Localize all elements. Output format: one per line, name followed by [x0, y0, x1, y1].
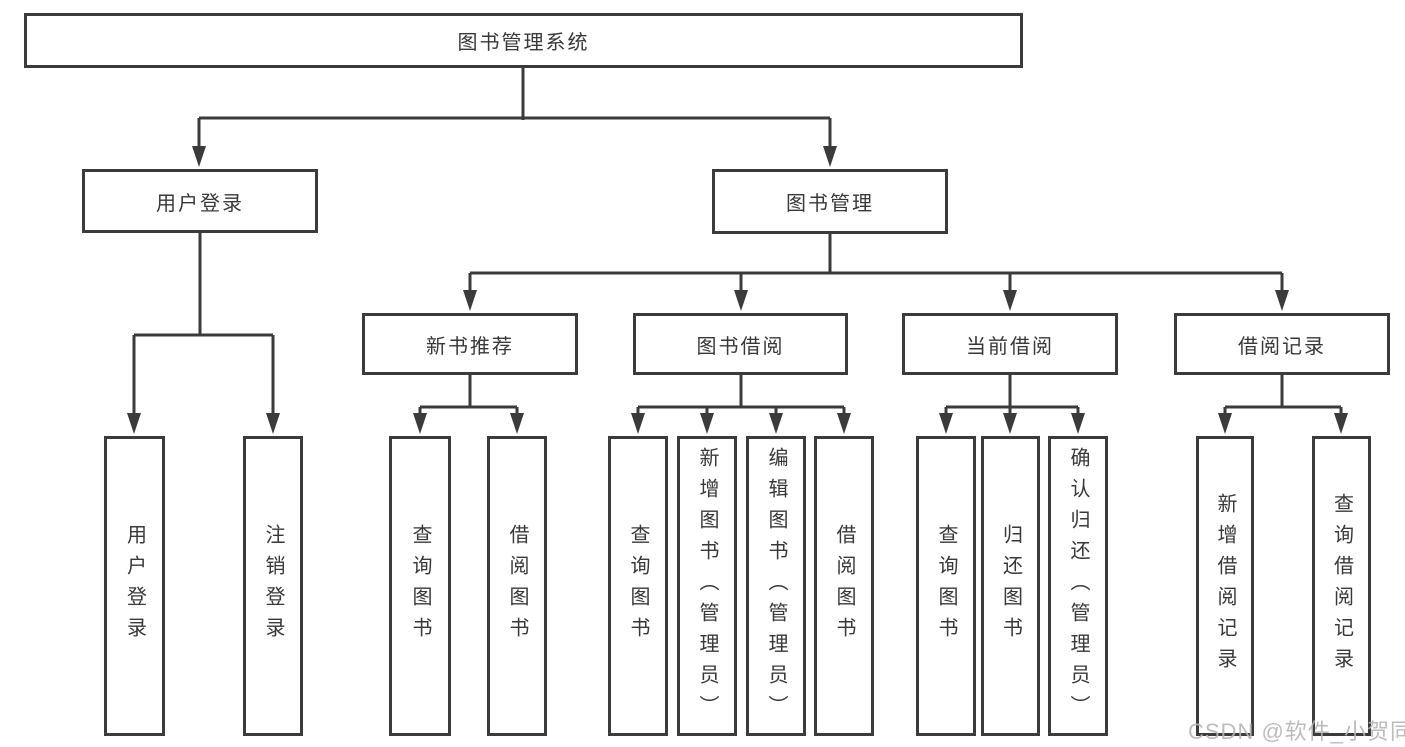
leaf-logout-label: 注销登录	[262, 524, 284, 648]
leaf-bookborrow-query-label: 查询图书	[627, 524, 649, 648]
leaf-current-query: 查询图书	[916, 436, 976, 736]
leaf-bookborrow-edit-admin-label: 编辑图书（管理员）	[765, 446, 787, 726]
leaf-records-query-label: 查询借阅记录	[1330, 493, 1353, 679]
leaf-current-query-label: 查询图书	[935, 524, 957, 648]
leaf-bookborrow-add-admin-label: 新增图书（管理员）	[696, 446, 718, 726]
node-current-borrow: 当前借阅	[902, 313, 1118, 375]
node-new-book-recommend: 新书推荐	[362, 313, 578, 375]
leaf-bookborrow-borrow-label: 借阅图书	[833, 524, 855, 648]
arrowheads	[127, 146, 1348, 434]
leaf-current-return: 归还图书	[981, 436, 1040, 736]
leaf-newbooks-query-label: 查询图书	[409, 524, 431, 648]
node-book-management: 图书管理	[712, 169, 948, 234]
leaf-newbooks-query: 查询图书	[389, 436, 451, 736]
leaf-bookborrow-query: 查询图书	[608, 436, 668, 736]
leaf-current-confirm-admin-label: 确认归还（管理员）	[1067, 446, 1089, 726]
leaf-records-query: 查询借阅记录	[1312, 436, 1371, 736]
node-borrow-records: 借阅记录	[1174, 313, 1390, 375]
leaf-user-login: 用户登录	[104, 436, 165, 736]
csdn-watermark: CSDN @软件_小贺同学	[1188, 719, 1405, 744]
node-book-borrow: 图书借阅	[633, 313, 848, 375]
leaf-logout: 注销登录	[243, 436, 303, 736]
leaf-bookborrow-borrow: 借阅图书	[814, 436, 874, 736]
leaf-newbooks-borrow-label: 借阅图书	[506, 524, 528, 648]
leaf-bookborrow-edit-admin: 编辑图书（管理员）	[746, 436, 806, 736]
leaf-current-confirm-admin: 确认归还（管理员）	[1048, 436, 1108, 736]
leaf-newbooks-borrow: 借阅图书	[487, 436, 547, 736]
node-library-system: 图书管理系统	[24, 13, 1023, 68]
leaf-records-add-label: 新增借阅记录	[1214, 493, 1236, 679]
leaf-records-add: 新增借阅记录	[1196, 436, 1254, 736]
leaf-current-return-label: 归还图书	[999, 524, 1022, 648]
leaf-bookborrow-add-admin: 新增图书（管理员）	[677, 436, 737, 736]
node-user-login: 用户登录	[82, 169, 318, 233]
leaf-user-login-label: 用户登录	[123, 524, 146, 648]
